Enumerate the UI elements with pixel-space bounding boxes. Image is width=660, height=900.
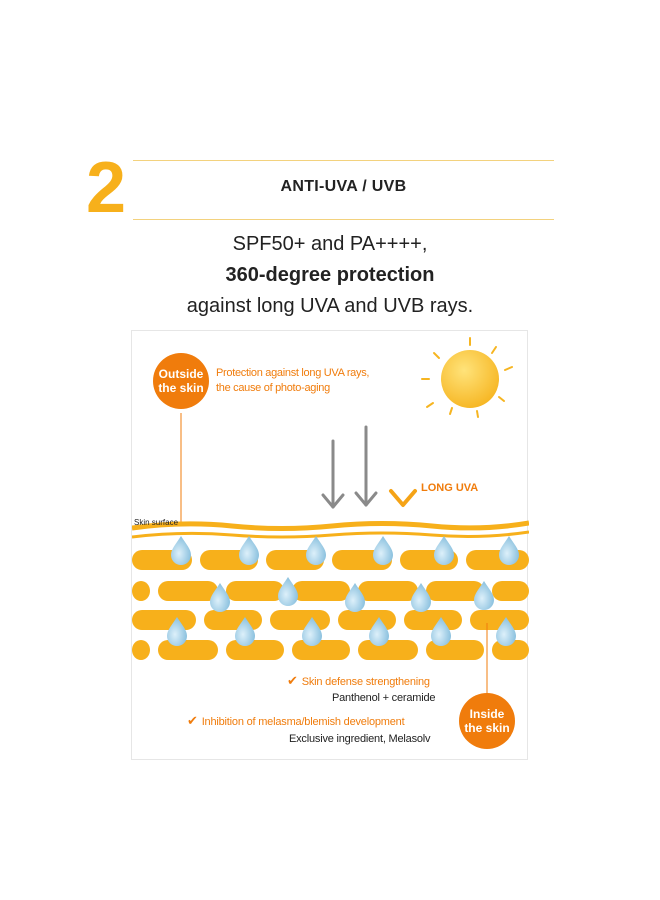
skin-diagram-panel: Outside the skin Protection against long… <box>131 330 529 760</box>
skin-cell-layers <box>132 550 529 660</box>
headline-line-3: against long UVA and UVB rays. <box>186 295 474 317</box>
benefit-1-title-text: Skin defense strengthening <box>301 676 430 688</box>
skin-diagram-graphic <box>132 337 529 693</box>
skin-surface-wave <box>132 520 529 539</box>
benefit-1-detail: Panthenol + ceramide <box>332 692 436 704</box>
sun-icon <box>421 337 513 418</box>
skin-surface-label: Skin surface <box>134 518 179 527</box>
check-icon: ✔ <box>187 713 198 728</box>
headline-line-2: 360-degree protection <box>225 264 435 286</box>
section-title: ANTI-UVA / UVB <box>280 178 407 195</box>
bottom-divider <box>133 219 554 220</box>
outside-note-line-1: Protection against long UVA rays, <box>216 367 370 379</box>
step-number: 2 <box>86 148 127 228</box>
check-icon: ✔ <box>287 673 298 688</box>
inside-skin-badge: Inside the skin <box>459 693 515 749</box>
benefit-2-detail: Exclusive ingredient, Melasolv <box>289 733 431 745</box>
uvb-arrows-icon <box>321 425 378 509</box>
benefit-2-title-text: Inhibition of melasma/blemish developmen… <box>201 716 405 728</box>
long-uva-arrow-icon <box>389 388 417 508</box>
headline-line-1: SPF50+ and PA++++, <box>232 233 428 255</box>
long-uva-label: LONG UVA <box>421 482 479 494</box>
outside-protection-note: Protection against long UVA rays, the ca… <box>216 366 369 396</box>
inside-badge-line-1: Inside <box>469 707 505 721</box>
benefit-2-title: ✔Inhibition of melasma/blemish developme… <box>187 713 405 729</box>
outside-skin-badge: Outside the skin <box>153 353 209 409</box>
outside-badge-line-2: the skin <box>158 381 204 395</box>
inside-badge-line-2: the skin <box>464 721 510 735</box>
top-divider <box>133 160 554 161</box>
outside-note-line-2: the cause of photo-aging <box>216 382 330 394</box>
outside-badge-line-1: Outside <box>158 367 204 381</box>
benefit-1-title: ✔Skin defense strengthening <box>287 673 430 689</box>
